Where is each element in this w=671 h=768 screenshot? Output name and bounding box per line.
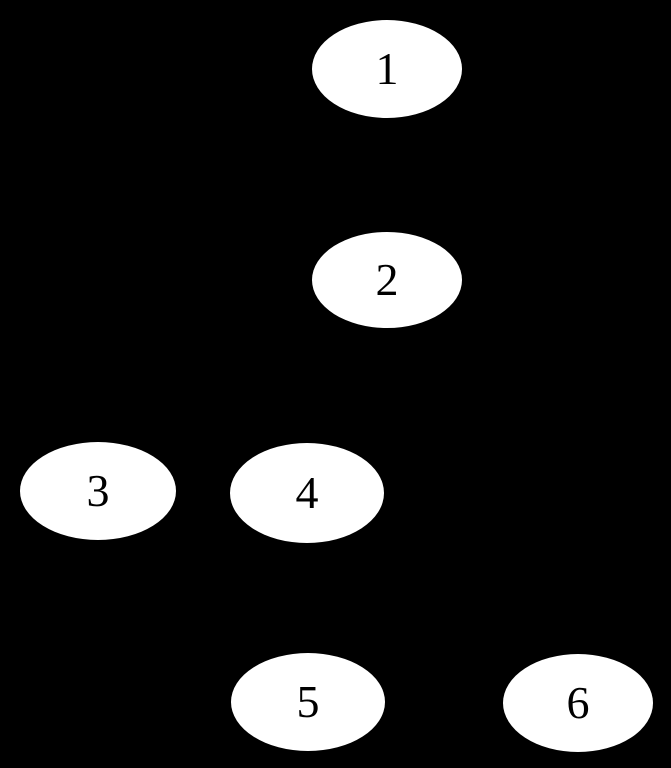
node-label-3: 3: [86, 465, 110, 516]
node-label-5: 5: [296, 676, 320, 727]
node-label-6: 6: [566, 677, 590, 728]
node-label-2: 2: [375, 254, 399, 305]
node-label-4: 4: [295, 467, 319, 518]
node-label-1: 1: [375, 43, 399, 94]
graph-node-1: 1: [312, 20, 462, 118]
graph-node-6: 6: [503, 654, 653, 752]
graph-node-5: 5: [231, 653, 385, 751]
graph-node-4: 4: [230, 443, 384, 543]
graph-node-2: 2: [312, 232, 462, 328]
graph-node-3: 3: [20, 442, 176, 540]
